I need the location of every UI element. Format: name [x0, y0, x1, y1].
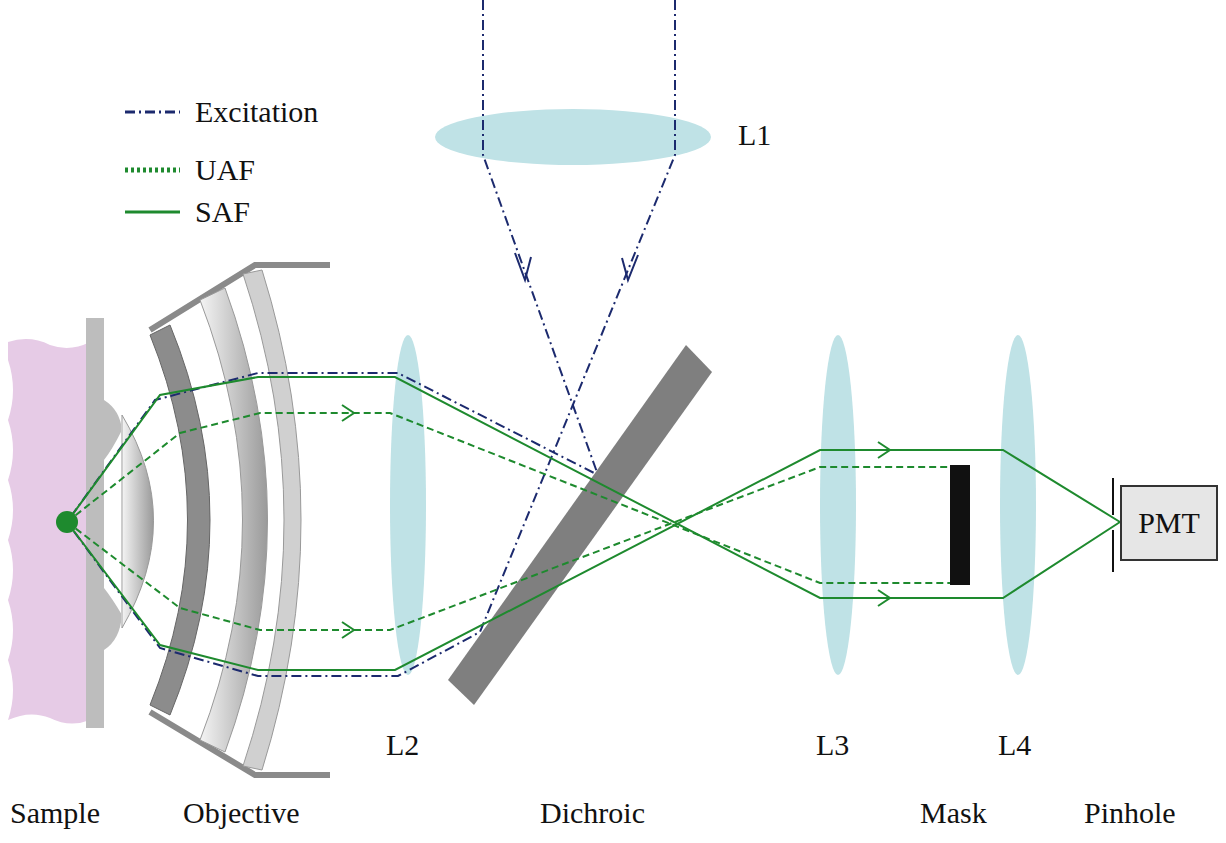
- objective-lens: [243, 270, 301, 770]
- lens-l1: [435, 109, 711, 165]
- ray-arrow: [515, 253, 638, 280]
- objective-housing: [150, 265, 330, 330]
- focal-spot: [56, 511, 78, 533]
- lens-label: L4: [998, 728, 1031, 762]
- detector-box: PMT: [1120, 485, 1218, 561]
- lens-label: L1: [738, 118, 771, 152]
- legend-sample: [125, 211, 180, 214]
- objective-lens: [200, 288, 268, 752]
- ray-arrow: [342, 405, 890, 638]
- part-label: Pinhole: [1084, 796, 1176, 830]
- lens-l4: [1000, 335, 1036, 675]
- legend-text: Excitation: [195, 95, 318, 129]
- coverslip: [86, 318, 122, 728]
- objective-housing: [150, 712, 330, 775]
- lens-label: L3: [816, 728, 849, 762]
- lens-l3: [820, 335, 856, 675]
- legend-text: SAF: [195, 195, 250, 229]
- lens-l2: [390, 335, 426, 675]
- part-label: Objective: [183, 796, 300, 830]
- detector-label: PMT: [1138, 506, 1200, 540]
- legend-text: UAF: [195, 153, 255, 187]
- part-label: Sample: [10, 796, 100, 830]
- excitation-ray: [67, 0, 675, 676]
- mask: [950, 465, 970, 585]
- pinhole: [1112, 478, 1114, 572]
- front-lens: [122, 415, 154, 628]
- legend-sample: [125, 111, 180, 114]
- legend-sample: [125, 168, 180, 173]
- saf-ray: [67, 377, 1120, 670]
- lens-label: L2: [386, 728, 419, 762]
- objective-lens: [150, 325, 210, 715]
- part-label: Mask: [920, 796, 987, 830]
- part-label: Dichroic: [540, 796, 645, 830]
